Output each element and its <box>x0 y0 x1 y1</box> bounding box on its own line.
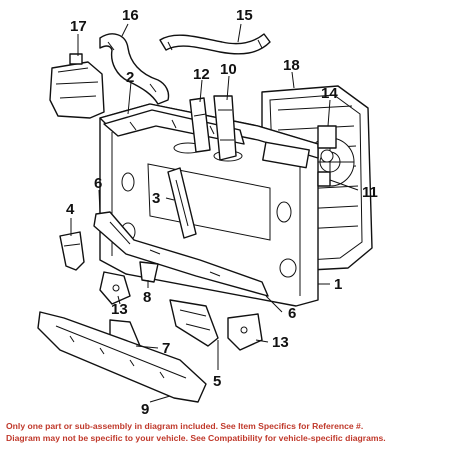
callout-8: 8 <box>143 289 151 306</box>
bracket-12 <box>189 97 211 153</box>
disclaimer-line-1: Only one part or sub-assembly in diagram… <box>6 421 364 431</box>
diagram-canvas: 1 2 3 4 5 6 6 7 8 9 10 11 12 13 13 14 15… <box>37 7 378 418</box>
callout-3: 3 <box>152 190 160 207</box>
callout-14: 14 <box>321 85 338 102</box>
lower-rail <box>93 211 269 297</box>
bracket-5 <box>169 299 219 347</box>
lower-radiator-hose <box>159 33 271 55</box>
callout-2: 2 <box>126 69 134 86</box>
callout-6a: 6 <box>94 175 102 192</box>
disclaimer-line-2: Diagram may not be specific to your vehi… <box>6 433 386 443</box>
callout-4: 4 <box>66 201 75 218</box>
disclaimer: Only one part or sub-assembly in diagram… <box>0 420 450 450</box>
bracket-13-right <box>227 313 263 351</box>
upper-radiator-hose <box>99 33 170 105</box>
callout-18: 18 <box>283 57 300 74</box>
callout-11: 11 <box>362 184 378 201</box>
clip-11 <box>317 171 331 187</box>
callout-7: 7 <box>162 340 170 357</box>
bracket-8 <box>139 261 159 283</box>
leader-lines <box>70 23 359 403</box>
callout-labels: 1 2 3 4 5 6 6 7 8 9 10 11 12 13 13 14 15… <box>66 7 378 418</box>
callout-1: 1 <box>334 276 342 293</box>
callout-10: 10 <box>220 61 237 78</box>
callout-13b: 13 <box>272 334 289 351</box>
callout-15: 15 <box>236 7 253 24</box>
callout-17: 17 <box>70 18 87 35</box>
callout-12: 12 <box>193 66 210 83</box>
lower-deflector <box>37 311 207 403</box>
callout-9: 9 <box>141 401 149 418</box>
bracket-10 <box>213 95 237 161</box>
coolant-reservoir <box>49 53 105 119</box>
mount-14 <box>317 125 337 163</box>
callout-6b: 6 <box>288 305 296 322</box>
bracket-4 <box>59 231 85 271</box>
bracket-13-left <box>99 271 131 305</box>
center-brace <box>167 167 197 239</box>
callout-5: 5 <box>213 373 221 390</box>
callout-13a: 13 <box>111 301 128 318</box>
callout-16: 16 <box>122 7 139 24</box>
